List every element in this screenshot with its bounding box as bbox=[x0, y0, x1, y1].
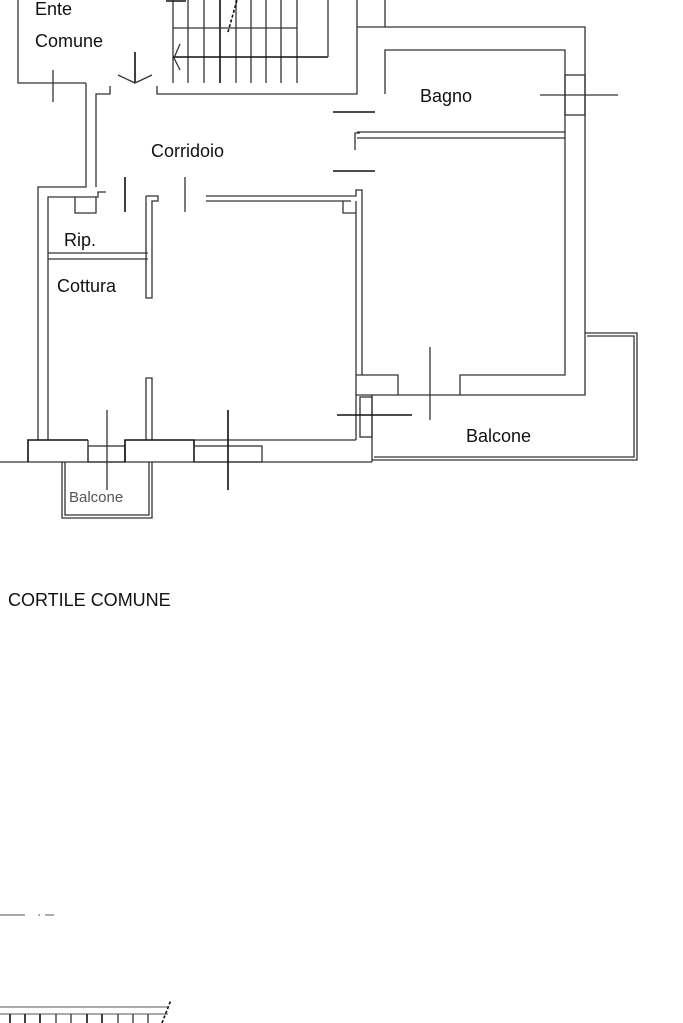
label-ripostiglio: Rip. bbox=[64, 230, 96, 250]
ente-comune-walls bbox=[17, 0, 186, 102]
label-ente: Ente bbox=[35, 0, 72, 19]
label-balcone-small: Balcone bbox=[69, 489, 123, 506]
staircase bbox=[117, 0, 329, 84]
label-bagno: Bagno bbox=[420, 86, 472, 106]
label-cortile-comune: CORTILE COMUNE bbox=[8, 590, 171, 610]
label-cottura: Cottura bbox=[57, 276, 117, 296]
interior-walls bbox=[47, 189, 363, 440]
lower-fragments bbox=[0, 914, 172, 1023]
balcony-right bbox=[372, 332, 638, 461]
label-comune: Comune bbox=[35, 31, 103, 51]
doors bbox=[124, 111, 375, 212]
label-balcone-right: Balcone bbox=[466, 426, 531, 446]
label-corridoio: Corridoio bbox=[151, 141, 224, 161]
outer-walls bbox=[37, 0, 618, 440]
balcony-small bbox=[61, 462, 153, 519]
